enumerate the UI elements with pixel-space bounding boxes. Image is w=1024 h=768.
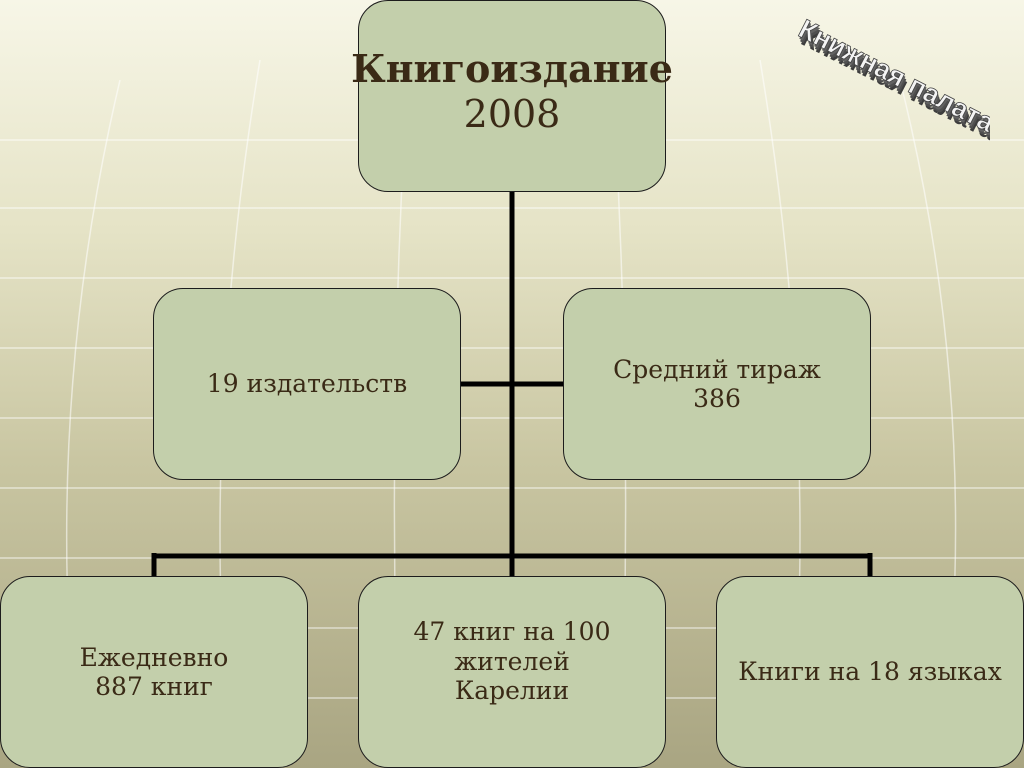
- circulation-label: Средний тираж: [613, 354, 821, 384]
- circulation-value: 386: [693, 384, 741, 413]
- per-capita-line-1: 47 книг на 100: [413, 617, 611, 646]
- per-capita-line-2: жителей: [454, 646, 570, 676]
- languages-text: Книги на 18 языках: [738, 657, 1002, 687]
- logo-text: Книжная палата: [794, 14, 990, 139]
- node-title: Книгоиздание: [351, 46, 673, 91]
- node-books-per-capita: 47 книг на 100 жителей Карелии: [358, 576, 666, 768]
- node-book-publishing: Книгоиздание 2008: [351, 0, 673, 192]
- node-daily-books: Ежедневно 887 книг: [0, 576, 308, 768]
- daily-line-1: Ежедневно: [79, 642, 229, 672]
- node-year: 2008: [463, 91, 561, 136]
- node-publishers: 19 издательств: [153, 288, 461, 480]
- publishers-text: 19 издательств: [206, 369, 408, 399]
- book-chamber-logo: Книжная палата Книжная палата Книжная па…: [794, 13, 990, 146]
- daily-line-2: 887 книг: [95, 672, 213, 701]
- node-average-circulation: Средний тираж 386: [563, 288, 871, 480]
- node-languages: Книги на 18 языках: [716, 576, 1024, 768]
- per-capita-line-3: Карелии: [454, 676, 570, 705]
